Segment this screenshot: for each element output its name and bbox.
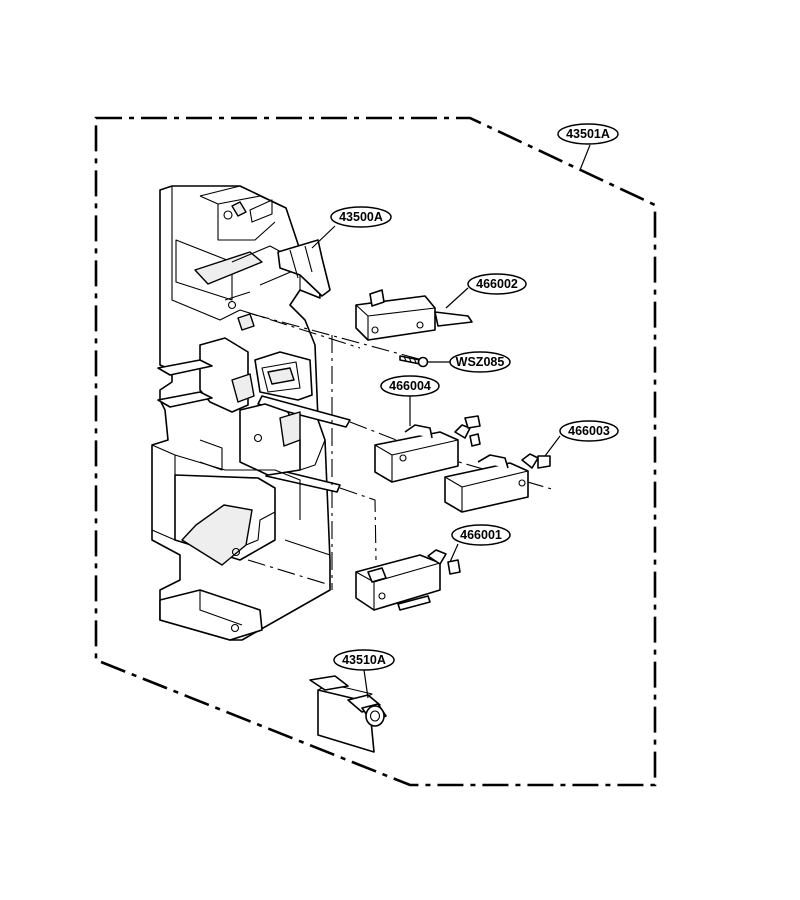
callout-43500a: 43500A bbox=[311, 206, 392, 249]
callout-43510a: 43510A bbox=[333, 649, 395, 699]
screw-wsz085 bbox=[399, 355, 429, 368]
callout-466003: 466003 bbox=[544, 420, 619, 457]
callout-label: 466004 bbox=[389, 379, 431, 393]
callout-label: 43510A bbox=[342, 653, 386, 667]
callout-wsz085: WSZ085 bbox=[428, 351, 511, 373]
callout-label: 466002 bbox=[476, 277, 518, 291]
callout-466002: 466002 bbox=[445, 273, 527, 309]
micro-switch-466002 bbox=[355, 289, 473, 341]
callout-label: 466003 bbox=[568, 424, 610, 438]
callout-466001: 466001 bbox=[449, 524, 511, 563]
micro-switch-466003 bbox=[444, 453, 551, 513]
callout-label: 466001 bbox=[460, 528, 502, 542]
micro-switch-466001 bbox=[355, 549, 461, 611]
callout-label: 43500A bbox=[339, 210, 383, 224]
callout-label: WSZ085 bbox=[456, 355, 505, 369]
assembly-boundary bbox=[94, 116, 657, 787]
lever-43510a bbox=[309, 675, 387, 753]
callout-466004: 466004 bbox=[380, 375, 440, 426]
alignment-lines bbox=[239, 309, 556, 590]
callout-43501a: 43501A bbox=[557, 123, 619, 171]
latch-frame bbox=[151, 185, 351, 641]
callout-label: 43501A bbox=[566, 127, 610, 141]
micro-switch-466004 bbox=[374, 415, 481, 483]
